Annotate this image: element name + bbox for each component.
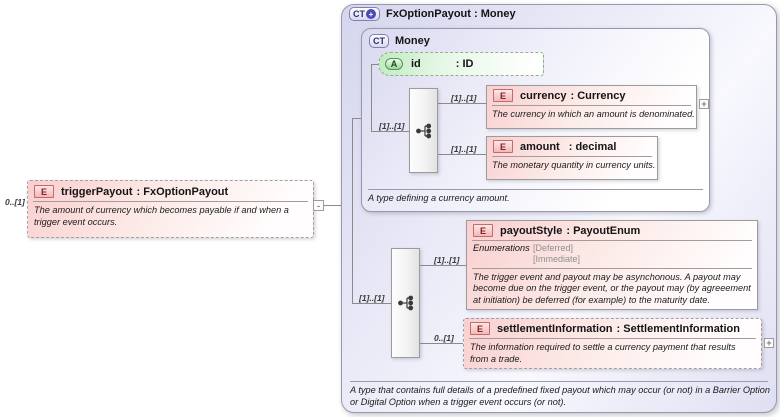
money-header: CT Money — [369, 34, 430, 48]
root-title: FxOptionPayout : Money — [386, 8, 516, 20]
sequence-icon — [397, 295, 413, 311]
element-description: The information required to settle a cur… — [470, 342, 736, 364]
attribute-name: id — [411, 58, 421, 70]
element-title: currency: Currency — [520, 90, 626, 102]
connector-line — [352, 118, 361, 119]
complex-type-badge-icon: CT+ — [349, 7, 380, 21]
element-title: amount : decimal — [520, 141, 616, 153]
settlement-information-node[interactable]: E settlementInformation: SettlementInfor… — [463, 318, 762, 369]
cardinality-label: 0..[1] — [5, 197, 25, 207]
cardinality-label: [1]..[1] — [359, 293, 385, 303]
attribute-type: : ID — [455, 58, 474, 70]
element-title: payoutStyle: PayoutEnum — [500, 225, 640, 237]
enumerations-label: Enumerations — [473, 243, 530, 253]
element-name: amount — [520, 140, 560, 153]
element-description: The currency in which an amount is denom… — [492, 109, 695, 119]
element-type: : Currency — [570, 89, 626, 102]
root-description: A type that contains full details of a p… — [350, 385, 770, 407]
complex-type-badge-label: CT — [353, 9, 365, 19]
trigger-payout-node[interactable]: E triggerPayout: FxOptionPayout The amou… — [27, 180, 314, 238]
element-name: currency — [520, 89, 567, 102]
element-description: The monetary quantity in currency units. — [492, 160, 656, 170]
expand-icon[interactable]: + — [699, 99, 709, 109]
money-title: Money — [395, 35, 430, 47]
element-badge-icon: E — [473, 224, 493, 237]
enumeration-values: [Deferred][Immediate] — [533, 243, 580, 266]
cardinality-label: [1]..[1] — [434, 255, 460, 265]
element-type: : FxOptionPayout — [136, 185, 229, 198]
enumerations-section: Enumerations [Deferred][Immediate] — [467, 241, 757, 267]
header-separator — [492, 156, 652, 157]
connector-line — [324, 205, 341, 206]
element-type: : SettlementInformation — [616, 322, 740, 335]
connector-line — [438, 103, 486, 104]
element-description: The trigger event and payout may be asyn… — [473, 271, 751, 306]
currency-node[interactable]: E currency: Currency The currency in whi… — [486, 85, 697, 129]
complex-type-badge-icon: CT — [369, 34, 389, 48]
attribute-title: id : ID — [411, 58, 474, 70]
money-description: A type defining a currency amount. — [368, 193, 510, 203]
payout-style-node[interactable]: E payoutStyle: PayoutEnum Enumerations [… — [466, 220, 758, 310]
element-badge-icon: E — [493, 140, 513, 153]
element-type: : PayoutEnum — [566, 224, 641, 237]
sequence-connector[interactable] — [391, 248, 420, 358]
element-title: settlementInformation: SettlementInforma… — [497, 323, 740, 335]
connector-line — [371, 64, 378, 65]
annotation-separator — [368, 189, 703, 190]
attribute-badge-icon: A — [385, 58, 403, 70]
cardinality-label: 0..[1] — [434, 333, 454, 343]
sequence-connector[interactable] — [409, 88, 438, 173]
connector-line — [420, 343, 463, 344]
cardinality-label: [1]..[1] — [379, 121, 405, 131]
element-badge-icon: E — [493, 89, 513, 102]
connector-line — [438, 154, 486, 155]
connector-line — [371, 64, 372, 132]
derived-plus-icon: + — [366, 9, 376, 19]
header-separator — [472, 240, 752, 241]
enumeration-value: [Immediate] — [533, 254, 581, 265]
cardinality-label: [1]..[1] — [451, 144, 477, 154]
header-separator — [469, 338, 756, 339]
header-separator — [492, 105, 691, 106]
amount-node[interactable]: E amount : decimal The monetary quantity … — [486, 136, 658, 180]
collapse-handle-icon[interactable]: - — [313, 200, 324, 211]
cardinality-label: [1]..[1] — [451, 93, 477, 103]
annotation-separator — [350, 381, 768, 382]
sequence-icon — [415, 123, 431, 138]
element-name: settlementInformation — [497, 322, 613, 335]
connector-line — [352, 303, 391, 304]
root-header: CT+ FxOptionPayout : Money — [349, 7, 516, 21]
connector-line — [420, 265, 466, 266]
element-name: triggerPayout — [61, 185, 133, 198]
connector-line — [371, 131, 409, 132]
expand-icon[interactable]: + — [764, 338, 774, 348]
section-separator — [472, 267, 752, 269]
element-title: triggerPayout: FxOptionPayout — [61, 186, 228, 198]
enumeration-value: [Deferred] — [533, 243, 574, 253]
header-separator — [33, 201, 308, 202]
connector-line — [352, 118, 353, 304]
id-attribute-node[interactable]: A id : ID — [378, 52, 544, 76]
element-name: payoutStyle — [500, 224, 563, 237]
element-description: The amount of currency which becomes pay… — [34, 205, 289, 227]
complex-type-badge-label: CT — [373, 36, 385, 46]
element-badge-icon: E — [470, 322, 490, 335]
element-type: : decimal — [568, 140, 617, 153]
element-badge-icon: E — [34, 185, 54, 198]
